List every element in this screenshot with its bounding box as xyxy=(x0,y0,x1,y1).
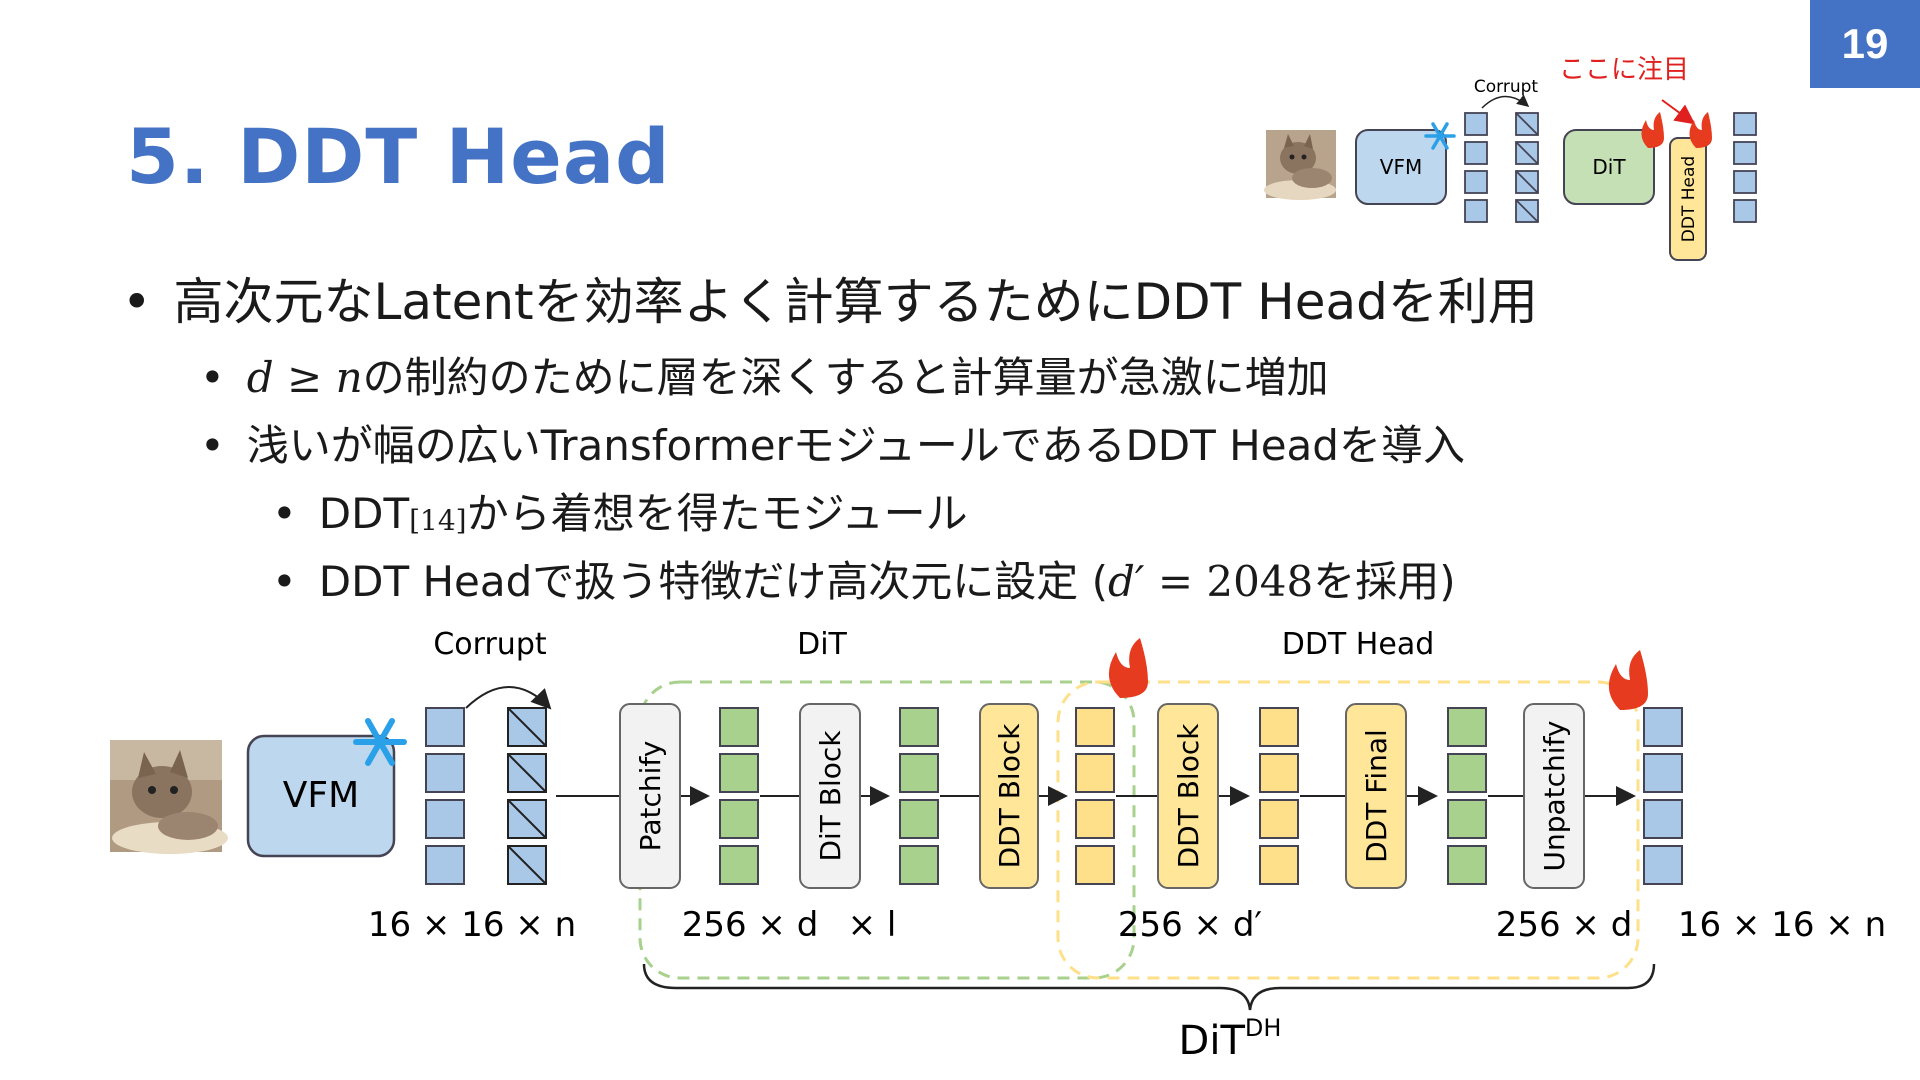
ddt-block-box xyxy=(979,703,1039,889)
mini-ddt-head-box xyxy=(1669,137,1707,261)
tokens-green xyxy=(1447,707,1487,885)
mini-vfm-box xyxy=(1355,129,1447,205)
dim-layers-label: × l xyxy=(848,905,897,945)
brace-label: DiTDH xyxy=(1179,1014,1282,1064)
dim-ddt-label: 256 × d′ xyxy=(1118,905,1262,945)
tokens-corrupted xyxy=(507,707,547,885)
bullet-level2: •d ≥ nの制約のために層を深くすると計算量が急激に増加 xyxy=(200,353,1329,402)
flame-icon xyxy=(1689,112,1712,148)
patchify-label: Patchify xyxy=(634,741,667,852)
ddt-block-label: DDT Block xyxy=(1172,723,1205,869)
flame-icon xyxy=(1641,112,1664,148)
ddt-head-group-label: DDT Head xyxy=(1282,630,1435,662)
mini-tokens-clean xyxy=(1464,112,1488,223)
dim-output-label: 16 × 16 × n xyxy=(1678,905,1886,945)
vfm-box xyxy=(246,734,396,858)
mini-diagram: VFM Corrupt DiT ここに注目 DDT Head xyxy=(1264,55,1757,261)
snowflake-icon xyxy=(353,718,407,766)
ddt-final-label: DDT Final xyxy=(1360,729,1393,863)
bullet-level3: •DDT Headで扱う特徴だけ高次元に設定 (d′ = 2048を採用) xyxy=(272,557,1456,606)
bullet-level1: •高次元なLatentを効率よく計算するためにDDT Headを利用 xyxy=(122,273,1538,331)
flame-icon xyxy=(1108,638,1148,698)
mini-tokens-corrupt xyxy=(1515,112,1539,223)
tokens-output xyxy=(1643,707,1683,885)
ddt-block-label: DDT Block xyxy=(993,723,1026,869)
bullet-level3: •DDT[14]から着想を得たモジュール xyxy=(272,489,968,538)
mini-tokens-out xyxy=(1733,112,1757,223)
mini-vfm-label: VFM xyxy=(1380,155,1422,179)
mini-dit-label: DiT xyxy=(1592,155,1626,179)
dit-block-label: DiT Block xyxy=(814,730,847,862)
dit-group-label: DiT xyxy=(797,630,847,662)
tokens-yellow xyxy=(1259,707,1299,885)
mini-attention-label: ここに注目 xyxy=(1559,55,1689,85)
flame-icon xyxy=(1608,650,1648,710)
bullet-level2: •浅いが幅の広いTransformerモジュールであるDDT Headを導入 xyxy=(200,421,1465,470)
dim-input-label: 16 × 16 × n xyxy=(368,905,576,945)
mini-corrupt-label: Corrupt xyxy=(1474,77,1539,97)
cat-photo xyxy=(1264,130,1336,200)
tokens-yellow xyxy=(1075,707,1115,885)
page-number: 19 xyxy=(1810,0,1920,88)
corrupt-label: Corrupt xyxy=(433,630,546,662)
patchify-box xyxy=(619,703,681,889)
dit-block-box xyxy=(799,703,861,889)
citation: [14] xyxy=(409,504,467,537)
ddt-block-box xyxy=(1157,703,1219,889)
tokens-clean xyxy=(425,707,465,885)
ddt-head-group-box xyxy=(1056,680,1640,980)
unpatchify-label: Unpatchify xyxy=(1538,720,1571,871)
dim-out-d-label: 256 × d xyxy=(1496,905,1633,945)
mini-ddt-head-label: DDT Head xyxy=(1679,156,1699,242)
slide-title: 5. DDT Head xyxy=(126,112,671,201)
mini-dit-box xyxy=(1563,129,1655,205)
tokens-green xyxy=(899,707,939,885)
tokens-green xyxy=(719,707,759,885)
ddt-final-box xyxy=(1345,703,1407,889)
vfm-label: VFM xyxy=(283,775,359,816)
unpatchify-box xyxy=(1523,703,1585,889)
dim-dit-label: 256 × d xyxy=(682,905,819,945)
cat-photo xyxy=(110,740,228,854)
snowflake-icon xyxy=(1424,122,1456,150)
architecture-diagram: Corrupt DiT DDT Head VFM xyxy=(110,630,1886,1064)
group-brace xyxy=(642,963,1656,1011)
